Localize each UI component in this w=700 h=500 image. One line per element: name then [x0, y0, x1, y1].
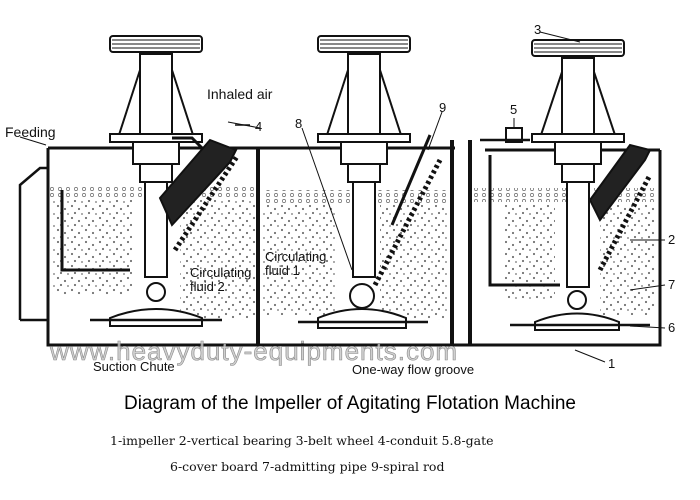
callout-5: 5	[510, 102, 518, 117]
label-feeding: Feeding	[5, 124, 56, 140]
callout-7: 7	[668, 277, 676, 292]
partitions	[256, 140, 472, 345]
callout-3: 3	[534, 22, 542, 37]
feed-box	[18, 166, 48, 322]
label-circulating-fluid-2: Circulating fluid 2	[190, 265, 252, 294]
callout-1: 1	[608, 356, 616, 371]
callout-4: 4	[255, 119, 263, 134]
flotation-unit-3	[480, 39, 653, 331]
pulp-fill	[52, 200, 655, 320]
flotation-unit-1	[60, 35, 250, 327]
label-one-way-flow-groove: One-way flow groove	[352, 362, 475, 377]
leader-lines	[19, 31, 666, 363]
flotation-machine-diagram	[18, 31, 666, 363]
legend-line-2: 6-cover board 7-admitting pipe 9-spiral …	[170, 459, 445, 474]
legend-line-1: 1-impeller 2-vertical bearing 3-belt whe…	[110, 433, 494, 448]
diagram-title: Diagram of the Impeller of Agitating Flo…	[123, 393, 576, 414]
callout-6: 6	[668, 320, 676, 335]
label-inhaled-air: Inhaled air	[207, 86, 273, 102]
label-suction-chute: Suction Chute	[93, 359, 175, 374]
label-circulating-fluid-1: Circulating fluid 1	[265, 249, 327, 278]
callout-8: 8	[295, 116, 303, 131]
callout-9: 9	[439, 100, 447, 115]
watermark: www.heavyduty-equipments.com	[50, 336, 459, 367]
callout-2: 2	[668, 232, 676, 247]
flotation-unit-2	[298, 35, 443, 329]
